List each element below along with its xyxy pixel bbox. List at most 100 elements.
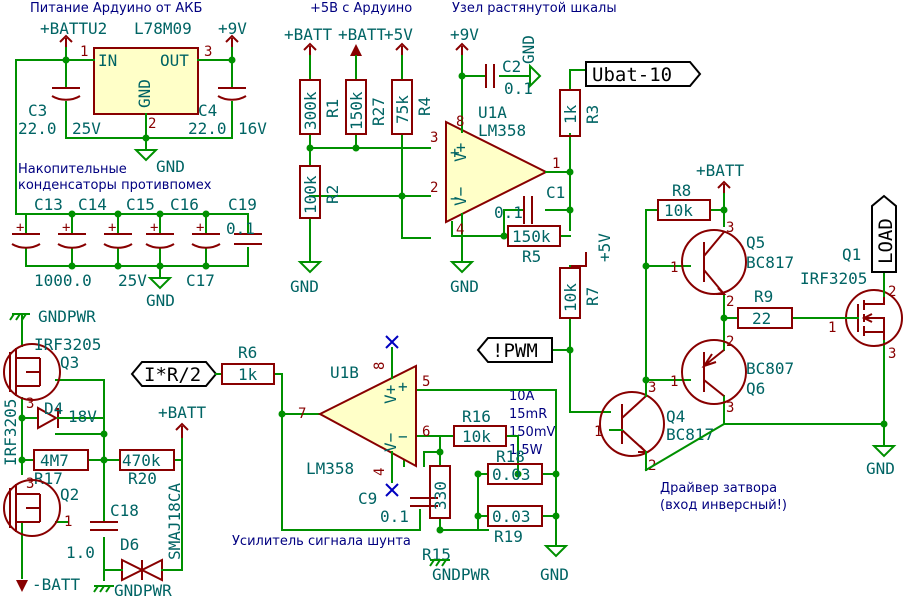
gnd-label-shunt: GND <box>540 565 569 584</box>
r1-value: 300k <box>301 91 320 130</box>
r3-value: 1k <box>561 104 580 124</box>
gndpwr-label-top: GNDPWR <box>38 307 96 326</box>
u1a-pin8: 8 <box>456 114 464 130</box>
u2-value: L78M09 <box>134 19 192 38</box>
gnd-label-bank: GND <box>146 291 175 310</box>
c3-value: 22.0 <box>18 119 57 138</box>
d4-value: 18V <box>68 407 97 426</box>
batt-arrow-prot <box>175 422 189 438</box>
note-shunt-spec-2: 15mR <box>509 407 547 422</box>
negbatt-label-r27: +BATT <box>338 25 387 44</box>
batt-label-driver: +BATT <box>696 161 745 180</box>
c4-symbol <box>217 87 247 101</box>
note-caps-line1: Накопительные <box>18 162 127 177</box>
note-gate-driver: Драйвер затвора <box>660 481 777 496</box>
u1a-vminus: V− <box>451 187 470 206</box>
r15-ref: R15 <box>422 545 451 564</box>
q6-ref: Q6 <box>746 379 765 398</box>
c4-ref: C4 <box>198 101 217 120</box>
u1b-value: LM358 <box>306 459 354 478</box>
r6-ref: R6 <box>238 343 257 362</box>
q4-pin3: 3 <box>648 380 656 396</box>
note-shunt-amplifier: Усилитель сигнала шунта <box>232 534 411 549</box>
u2-pin-in: IN <box>98 51 117 70</box>
r27-body <box>345 79 367 135</box>
gate-driver: +BATT 10k R8 1 3 2 Q5 BC817 1 2 3 BC807 … <box>642 161 903 478</box>
note-caps-line2: конденсаторы противпомех <box>18 178 212 193</box>
r2-ref: R2 <box>323 185 342 204</box>
r27-ref: R27 <box>369 97 388 126</box>
note-from-arduino: +5В с Ардуино <box>310 1 412 16</box>
q3-pin3: 3 <box>26 396 34 412</box>
d6-value: SMAJ18CA <box>165 483 184 560</box>
plus-c13: + <box>16 220 24 236</box>
q2-pin1: 1 <box>64 514 72 530</box>
r9-body <box>737 307 793 329</box>
u1b-pin6: 6 <box>422 424 430 440</box>
opamp-u1a: +9V GND C2 0.1 + − V+ V− 3 2 8 4 1 U1A L… <box>430 25 702 296</box>
q3-ref: Q3 <box>60 353 79 372</box>
gnd-label-q1: GND <box>866 459 895 478</box>
ubat-label: Ubat-10 <box>592 64 672 86</box>
c2-symbol <box>485 64 495 88</box>
r20-body <box>119 449 175 471</box>
u2-pin-gnd: GND <box>135 79 154 108</box>
r3-ref: R3 <box>583 105 602 124</box>
u1a-pin3: 3 <box>430 130 438 146</box>
u1a-plus: + <box>450 143 460 162</box>
gnd-label-c2: GND <box>519 35 538 64</box>
u1b-triangle <box>317 364 417 468</box>
u1a-pin4: 4 <box>456 222 464 238</box>
r17-body <box>33 449 89 471</box>
u2-ref: U2 <box>88 19 107 38</box>
r2-body <box>299 165 321 219</box>
r15-value: 330 <box>431 481 450 510</box>
u1b-ref: U1B <box>330 363 359 382</box>
capacitor-bank: + + + + + C13 C14 C15 C16 C19 0.1 1000.0… <box>11 195 262 310</box>
u1b-pin5: 5 <box>422 374 430 390</box>
q6-circle <box>681 339 747 405</box>
gnd-label-u2: GND <box>156 157 185 176</box>
note-shunt-spec-3: 150mV <box>509 425 555 440</box>
r16-ref: R16 <box>462 407 491 426</box>
q1-pin1: 1 <box>828 320 836 336</box>
r2-value: 100k <box>301 175 320 214</box>
q6-pin2: 2 <box>726 334 734 350</box>
u1b-pin4: 4 <box>372 468 388 476</box>
q5-symbol <box>703 231 727 295</box>
plus-c17: + <box>196 220 204 236</box>
q2-symbol <box>9 484 41 532</box>
c1-value: 0.1 <box>494 203 523 222</box>
c1-symbol <box>523 196 533 224</box>
gndpwr-icon-shunt <box>429 559 450 567</box>
q3-value: IRF3205 <box>34 335 101 354</box>
gndpwr-icon-bottom <box>93 585 114 593</box>
r19-value: 0.03 <box>492 507 531 526</box>
r7-body <box>559 267 581 319</box>
gnd-icon-r2 <box>297 261 323 274</box>
q2-pin3: 3 <box>26 476 34 492</box>
q5-circle <box>681 229 747 295</box>
c18-value: 1.0 <box>66 543 95 562</box>
gndpwr-icon-top <box>9 313 30 321</box>
c16-ref: C16 <box>170 195 199 214</box>
c9-symbol <box>410 497 438 507</box>
c1-ref: C1 <box>546 183 565 202</box>
c3-symbol <box>51 87 81 101</box>
q1-pin3: 3 <box>888 346 896 362</box>
q2-circle <box>3 479 61 537</box>
pwm-label-box <box>476 337 553 363</box>
gndpwr-label-shunt: GNDPWR <box>432 565 490 584</box>
u1a-pin1: 1 <box>552 156 560 172</box>
r19-ref: R19 <box>494 527 523 546</box>
d4-ref: D4 <box>44 399 63 418</box>
q4-pin1: 1 <box>594 424 602 440</box>
plus-c15: + <box>108 220 116 236</box>
c4-voltage: 16V <box>238 119 267 138</box>
c18-symbol <box>90 521 118 531</box>
bulk-voltage: 25V <box>118 271 147 290</box>
batt-arrow-icon <box>59 34 73 48</box>
r7-value: 10k <box>561 283 580 312</box>
u2-pin-out: OUT <box>160 51 189 70</box>
q3-circle <box>3 343 61 401</box>
